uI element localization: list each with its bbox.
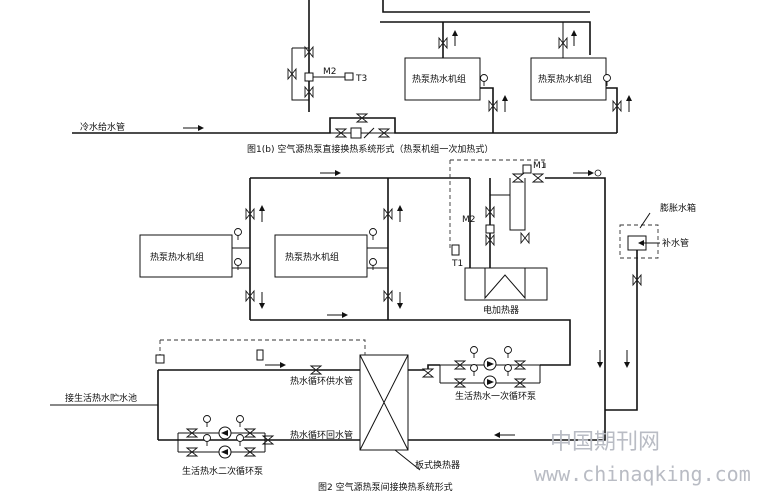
figure-2: 热泵热水机组 热泵热水机组 M1 M2 T1 电加热器 xyxy=(50,159,696,493)
primary-pump-label: 生活热水一次循环泵 xyxy=(455,390,536,402)
fig1-caption: 图1(b) 空气源热泵直接换热系统形式（热泵机组一次加热式） xyxy=(247,143,493,155)
makeup-pipe-label: 补水管 xyxy=(662,237,689,249)
storage-label: 接生活热水贮水池 xyxy=(65,392,137,404)
tank-label: 膨胀水箱 xyxy=(660,202,696,214)
fig2-caption: 图2 空气源热泵间接换热系统形式 xyxy=(318,481,453,493)
electric-heater xyxy=(464,267,548,301)
figure-1b: M2 T3 热泵热水机组 热泵热水机组 冷水给水管 图1(b) 空气源热泵直接换 xyxy=(72,0,632,155)
plate-hx-label: 板式换热器 xyxy=(415,459,460,471)
fig2-heater-label: 电加热器 xyxy=(483,304,519,316)
fig2-t1-label: T1 xyxy=(451,259,463,269)
return-pipe-label: 热水循环回水管 xyxy=(290,429,353,441)
fig2-heat-pump-unit-b xyxy=(274,234,368,278)
supply-pipe-label: 热水循环供水管 xyxy=(290,375,353,387)
watermark-url: www.chinaqking.com xyxy=(534,462,751,486)
secondary-pump-label: 生活热水二次循环泵 xyxy=(182,465,263,477)
fig1-t3-label: T3 xyxy=(355,74,367,84)
fig1-cold-water-label: 冷水给水管 xyxy=(80,121,125,133)
watermark-cn: 中国期刊网 xyxy=(550,430,660,455)
fig2-unit-a-label: 热泵热水机组 xyxy=(150,251,204,263)
fig2-heat-pump-unit-a xyxy=(139,234,233,278)
fig2-m1-label: M1 xyxy=(533,161,547,171)
fig1-heat-pump-unit-b xyxy=(530,57,607,101)
fig1-unit-a-label: 热泵热水机组 xyxy=(412,73,466,85)
fig2-unit-b-label: 热泵热水机组 xyxy=(285,251,339,263)
fig2-m2-label: M2 xyxy=(462,215,476,225)
fig1-heat-pump-unit-a xyxy=(404,57,481,101)
fig1-unit-b-label: 热泵热水机组 xyxy=(538,73,592,85)
fig1-m2-label: M2 xyxy=(323,67,337,77)
